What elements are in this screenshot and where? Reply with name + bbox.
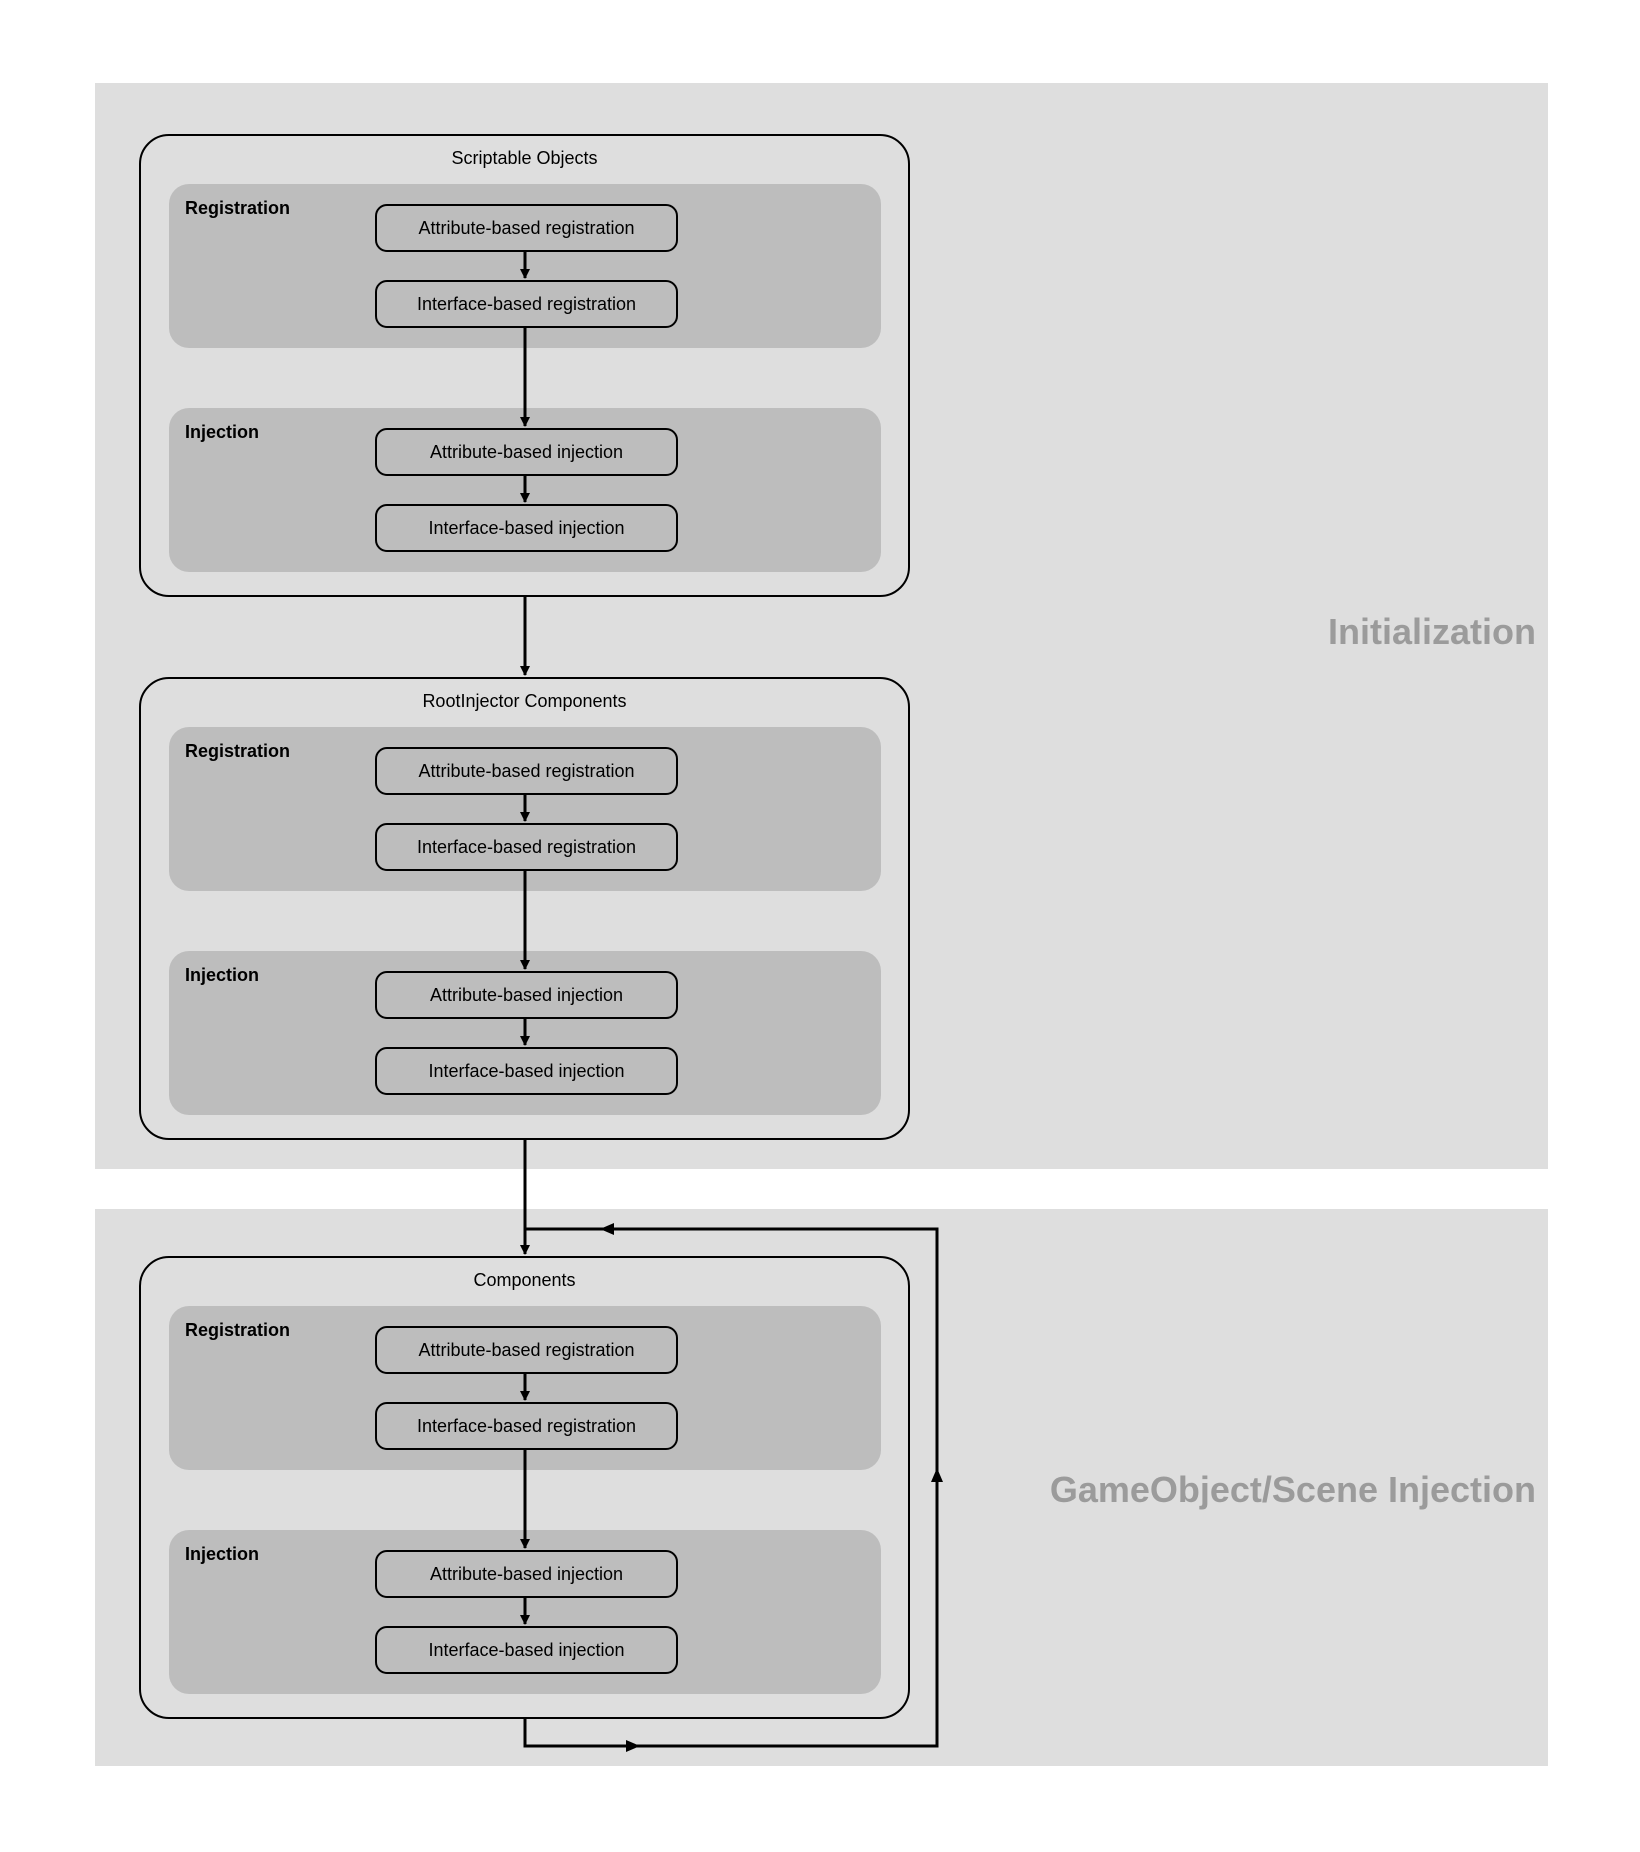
step-interface-registration: Interface-based registration	[375, 823, 678, 871]
container-title: Components	[473, 1270, 576, 1290]
container-title: RootInjector Components	[422, 691, 627, 711]
step-attribute-registration: Attribute-based registration	[375, 1326, 678, 1374]
loop-arrowhead-left	[600, 1223, 614, 1235]
container-title: Scriptable Objects	[451, 148, 598, 168]
group-label: Injection	[185, 422, 260, 442]
injection-group: Injection Attribute-based injection Inte…	[169, 408, 881, 572]
group-label: Registration	[185, 198, 291, 218]
loop-arrowhead-right	[626, 1740, 640, 1752]
group-label: Registration	[185, 741, 291, 761]
group-label: Injection	[185, 965, 260, 985]
injection-group: Injection Attribute-based injection Inte…	[169, 1530, 881, 1694]
step-interface-registration: Interface-based registration	[375, 1402, 678, 1450]
registration-group: Registration Attribute-based registratio…	[169, 184, 881, 348]
step-interface-injection: Interface-based injection	[375, 504, 678, 552]
step-attribute-registration: Attribute-based registration	[375, 747, 678, 795]
step-attribute-injection: Attribute-based injection	[375, 971, 678, 1019]
step-interface-injection: Interface-based injection	[375, 1047, 678, 1095]
group-label: Injection	[185, 1544, 260, 1564]
group-label: Registration	[185, 1320, 291, 1340]
step-attribute-injection: Attribute-based injection	[375, 428, 678, 476]
zone-label-gameobject-scene-injection: GameObject/Scene Injection	[1049, 1469, 1536, 1510]
step-interface-injection: Interface-based injection	[375, 1626, 678, 1674]
container-rootinjector-components: RootInjector Components Registration Att…	[139, 677, 910, 1140]
zone-label-initialization: Initialization	[1327, 611, 1536, 652]
step-attribute-injection: Attribute-based injection	[375, 1550, 678, 1598]
loop-connector	[523, 1227, 939, 1748]
loop-arrowhead-up	[931, 1468, 943, 1482]
